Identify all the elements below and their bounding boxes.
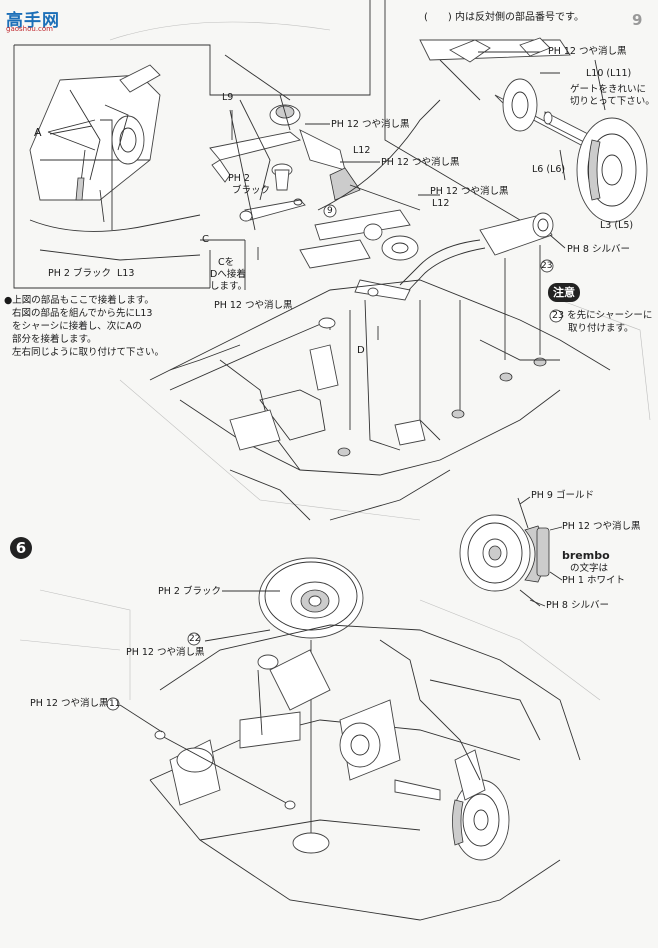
brembo-logo-text: brembo [562, 549, 610, 562]
part-L9: L9 [222, 92, 234, 103]
assembly-note-line: 右図の部品を組んでから先にL13 [12, 308, 153, 319]
page-number: 9 [632, 11, 643, 29]
header-note: ( ) 内は反対側の部品番号です。 [424, 12, 584, 23]
inset-part-L13: L13 [117, 268, 135, 279]
site-logo-text: 高手网 [6, 11, 60, 31]
rear-paint-matte-black: PH 12 つや消し黒 [548, 46, 627, 57]
muffler-paint-silver: PH 8 シルバー [567, 244, 630, 255]
rear-chassis-drawing [149, 624, 581, 921]
caution-note-1: 23 を先にシャーシーに [552, 310, 653, 321]
muffler-drawing [354, 212, 554, 360]
brake-paint-matte-black: PH 12 つや消し黒 [562, 521, 641, 532]
part-11-paint: PH 12 つや消し黒 [30, 698, 109, 709]
brake-paint-white: PH 1 ホワイト [562, 575, 625, 586]
paint-black-word: ブラック [232, 185, 271, 196]
caution-note-2: 取り付けます。 [568, 323, 634, 334]
assembly-note-line: をシャーシに接着し、次にAの [12, 321, 142, 332]
inset-frame [13, 0, 371, 289]
part-number-circles [106, 204, 563, 711]
inset-suspension-drawing [29, 64, 201, 261]
gate-note-2: 切りとって下さい。 [570, 96, 655, 107]
background-ghost-lines [19, 21, 651, 701]
front-suspension-drawing [200, 54, 441, 290]
brake-paint-gold: PH 9 ゴールド [531, 490, 594, 501]
part-22-paint: PH 12 つや消し黒 [126, 647, 205, 658]
inset-paint-black: PH 2 ブラック [48, 268, 111, 279]
paint-black-code: PH 2 [228, 173, 250, 184]
part-L10: L10 (L11) [586, 68, 632, 79]
part-22: 22 [189, 634, 201, 644]
brake-disc-drawing [459, 497, 550, 607]
label-C: C [202, 234, 209, 245]
site-logo: 高手网 gaoshou.com [2, 6, 72, 33]
right-frame [384, 0, 521, 221]
part-L12-a: L12 [353, 145, 371, 156]
top-chassis-drawing [149, 279, 611, 521]
label-A: A [34, 126, 42, 139]
assembly-note-line: ●上図の部品もここで接着します。 [4, 295, 154, 306]
paint-matte-black-2: PH 12 つや消し黒 [381, 157, 460, 168]
connect-CD-1: Cを [218, 257, 235, 268]
label-D: D [357, 345, 365, 356]
step-number: 6 [10, 537, 32, 559]
paint-matte-black-3: PH 12 つや消し黒 [430, 186, 509, 197]
assembly-note-line: 左右同じように取り付けて下さい。 [12, 347, 165, 358]
brembo-note: の文字は [570, 563, 609, 574]
part-L6: L6 (L6) [532, 164, 566, 175]
part-L3: L3 (L5) [600, 220, 634, 231]
connect-CD-2: Dへ接着 [210, 269, 246, 280]
caution-badge: 注意 [548, 283, 580, 302]
assembly-note-line: 部分を接着します。 [12, 334, 97, 345]
paint-matte-black-1: PH 12 つや消し黒 [331, 119, 410, 130]
gate-note-1: ゲートをきれいに [570, 84, 647, 95]
wheel-drawing [258, 557, 364, 854]
brake-paint-silver: PH 8 シルバー [546, 600, 609, 611]
paint-matte-black-4: PH 12 つや消し黒 [214, 300, 293, 311]
part-L12-b: L12 [432, 198, 450, 209]
part-9: 9 [327, 206, 333, 216]
part-23: 23 [541, 261, 553, 271]
rear-axle-drawing [419, 37, 648, 223]
assembly-note: ●上図の部品もここで接着します。 右図の部品を組んでから先にL13 をシャーシに… [4, 294, 164, 359]
wheel-paint-black: PH 2 ブラック [158, 586, 221, 597]
leader-lines [49, 51, 566, 733]
part-11: 11 [109, 699, 121, 709]
site-logo-url: gaoshou.com [6, 25, 53, 33]
connect-CD-3: します。 [210, 281, 248, 292]
